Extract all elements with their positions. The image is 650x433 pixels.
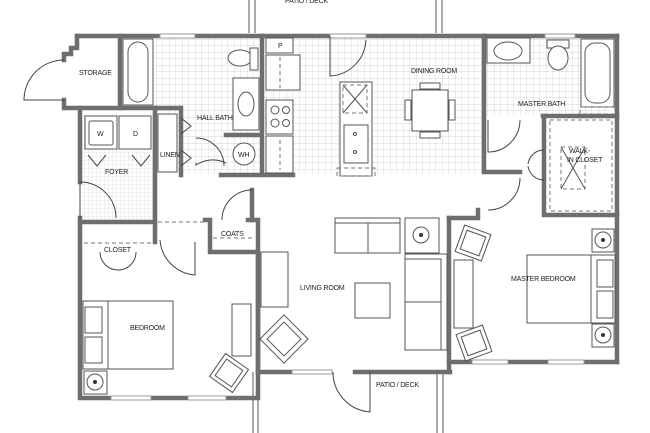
master-toilet	[547, 45, 569, 71]
master-bath-door	[487, 119, 521, 153]
patio-rails	[248, 0, 444, 433]
window	[187, 395, 227, 401]
kitchen-door	[329, 36, 367, 77]
label-patio-bottom: PATIO / DECK	[376, 382, 419, 389]
doors	[23, 36, 545, 413]
closet-shelf	[549, 119, 613, 212]
label-storage: STORAGE	[79, 70, 112, 77]
label-walk-in-1: WALK-	[569, 148, 591, 155]
window	[471, 359, 509, 365]
window	[159, 33, 196, 39]
label-master-bedroom: MASTER BEDROOM	[511, 276, 576, 283]
closet-doors	[99, 251, 137, 271]
dresser	[231, 303, 252, 357]
linen-closet	[157, 113, 178, 173]
coats-door	[221, 189, 253, 221]
walls	[61, 33, 620, 401]
hall-toilet	[227, 49, 253, 67]
label-foyer: FOYER	[105, 169, 128, 176]
label-bedroom: BEDROOM	[130, 325, 165, 332]
tv-console	[260, 251, 289, 308]
label-dryer: D	[133, 131, 138, 138]
label-master-bath: MASTER BATH	[518, 101, 565, 108]
window	[110, 395, 152, 401]
label-patio-top: PATIO / DECK	[285, 0, 328, 5]
coffee-table	[354, 282, 391, 319]
label-dining-room: DINING ROOM	[411, 68, 457, 75]
fixtures	[84, 37, 616, 244]
living-furniture	[259, 217, 448, 364]
window	[291, 369, 333, 375]
patio-door	[332, 371, 371, 413]
label-coats: COATS	[221, 231, 244, 238]
double-sink	[343, 124, 369, 164]
hall-bath-door	[195, 159, 227, 166]
window	[544, 33, 576, 39]
label-hall-bath: HALL BATH	[197, 115, 233, 122]
master-bedroom-furniture	[453, 224, 616, 362]
master-dresser	[453, 259, 474, 329]
window	[329, 33, 367, 39]
bedroom-door	[159, 239, 196, 276]
label-living-room: LIVING ROOM	[300, 285, 345, 292]
windows	[110, 33, 585, 401]
storage-door	[23, 59, 65, 101]
living-chair	[259, 314, 309, 364]
water-heater	[232, 142, 256, 166]
refrigerator	[265, 54, 301, 91]
room-labels: PATIO / DECK STORAGE HALL BATH DINING RO…	[79, 0, 603, 389]
label-closet: CLOSET	[104, 247, 132, 254]
dryer	[118, 115, 152, 150]
walk-in-closet-door	[527, 149, 545, 181]
dining-table	[411, 89, 449, 132]
label-walk-in-2: IN CLOSET	[567, 157, 603, 164]
master-bedroom-door	[487, 177, 521, 211]
bedroom-chair	[208, 352, 250, 394]
label-pantry: P	[278, 43, 283, 50]
pantry	[265, 37, 294, 54]
master-chair	[454, 224, 492, 262]
label-washer: W	[97, 131, 104, 138]
range	[265, 99, 294, 135]
window	[547, 359, 585, 365]
master-chair	[455, 324, 493, 362]
bedroom-furniture	[82, 300, 252, 395]
label-linen: LINEN	[160, 152, 180, 159]
label-water-heater: WH	[238, 152, 249, 159]
entry-door	[79, 181, 117, 219]
